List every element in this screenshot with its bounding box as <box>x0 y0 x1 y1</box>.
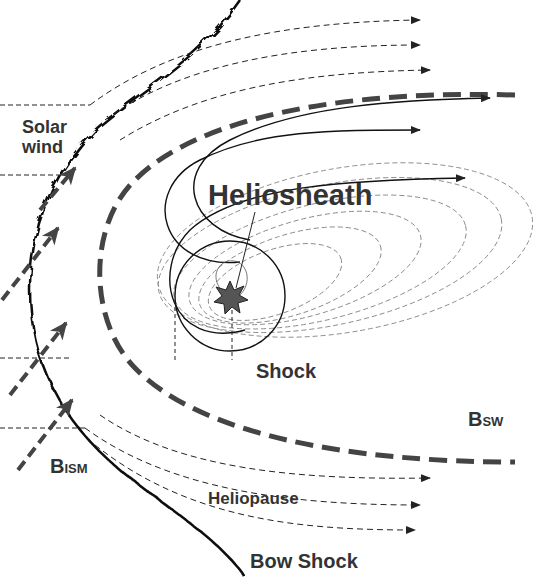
flow-lines <box>165 98 490 333</box>
streamlines <box>85 20 430 530</box>
boundary-label: Bow Shock <box>250 550 380 572</box>
region-label: Heliosheath <box>208 180 408 212</box>
region-label: Solar wind <box>22 118 92 158</box>
heliopause-line <box>100 94 515 462</box>
guide-lines <box>175 300 232 360</box>
ism-field-arrows <box>2 168 75 470</box>
field-label: BISM <box>50 455 110 477</box>
boundary-label: Shock <box>256 360 346 382</box>
termination-shock <box>175 241 285 351</box>
field-ellipses <box>144 136 540 363</box>
boundary-label: Heliopause <box>208 490 328 509</box>
leader-line <box>236 212 255 288</box>
field-label: BSW <box>468 408 528 430</box>
sun-symbol <box>214 281 248 314</box>
